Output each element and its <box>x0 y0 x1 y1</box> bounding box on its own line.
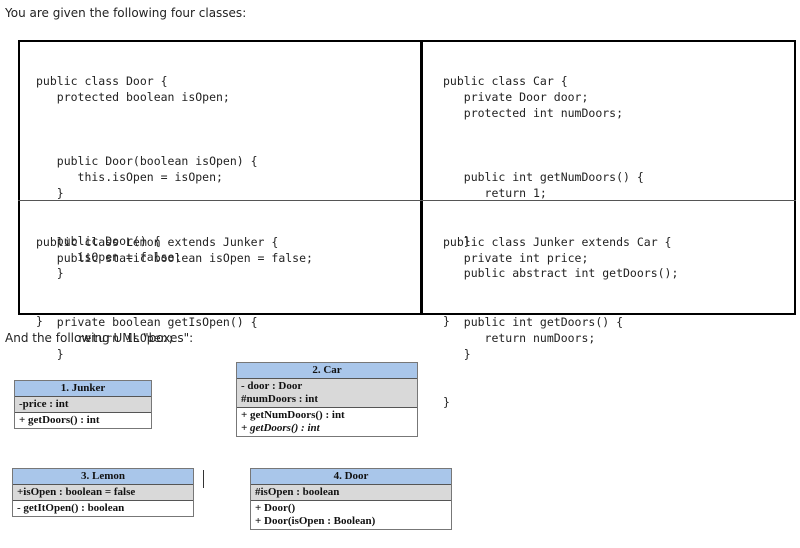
uml-title: 4. Door <box>251 469 451 485</box>
uml-intro-text: And the following UML "boxes": <box>5 331 194 345</box>
uml-box-door: 4. Door #isOpen : boolean + Door() + Doo… <box>250 468 452 530</box>
uml-attributes: +isOpen : boolean = false <box>13 485 193 501</box>
uml-attributes: -price : int <box>15 397 151 413</box>
code-car: public class Car { private Door door; pr… <box>443 74 679 328</box>
uml-box-car: 2. Car - door : Door #numDoors : int + g… <box>236 362 418 437</box>
code-table <box>18 40 796 315</box>
uml-operations: - getItOpen() : boolean <box>13 501 193 516</box>
uml-title: 1. Junker <box>15 381 151 397</box>
uml-attributes: #isOpen : boolean <box>251 485 451 501</box>
code-lemon: public class Lemon extends Junker { publ… <box>36 235 313 409</box>
code-junker: public class Junker extends Car { privat… <box>443 235 672 409</box>
uml-box-lemon: 3. Lemon +isOpen : boolean = false - get… <box>12 468 194 517</box>
table-divider-horizontal <box>18 200 796 201</box>
uml-title: 2. Car <box>237 363 417 379</box>
uml-operations: + getDoors() : int <box>15 413 151 428</box>
intro-text: You are given the following four classes… <box>5 6 247 20</box>
table-divider-vertical <box>420 40 423 315</box>
uml-operations: + Door() + Door(isOpen : Boolean) <box>251 501 451 529</box>
uml-box-junker: 1. Junker -price : int + getDoors() : in… <box>14 380 152 429</box>
uml-operations: + getNumDoors() : int + getDoors() : int <box>237 408 417 436</box>
uml-title: 3. Lemon <box>13 469 193 485</box>
code-door: public class Door { protected boolean is… <box>36 74 258 328</box>
uml-attributes: - door : Door #numDoors : int <box>237 379 417 408</box>
text-cursor <box>203 470 204 488</box>
